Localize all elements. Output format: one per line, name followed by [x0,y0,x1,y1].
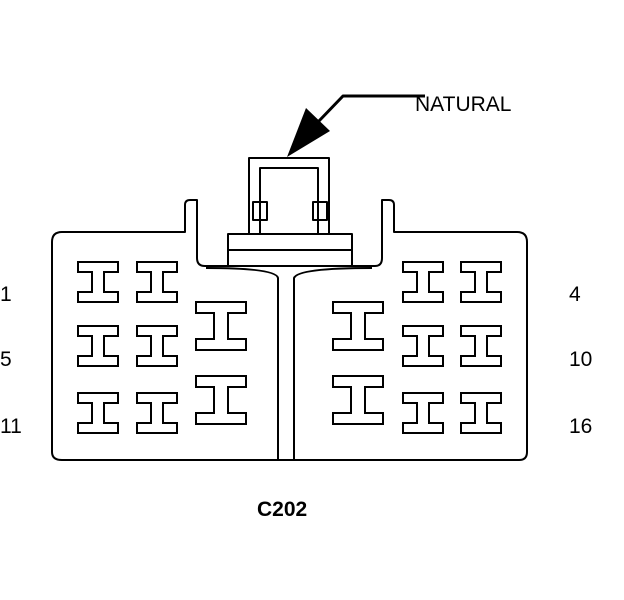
terminal-cavity [460,261,502,303]
leader-line [316,94,425,124]
terminal-cavity [77,392,119,434]
pin-number-label: 16 [569,415,593,438]
pin-number-label: 4 [569,283,581,306]
connector-housing [51,199,528,461]
connector-id-label: C202 [257,498,308,521]
pin-number-label: 1 [0,283,12,306]
terminal-cavity [332,375,384,425]
tab-base [227,233,353,251]
terminal-cavity [402,325,444,367]
terminal-cavity [136,392,178,434]
center-divider [205,267,373,460]
wire-color-label: NATURAL [415,93,512,116]
terminal-cavity [402,261,444,303]
locking-tab [248,157,330,234]
terminal-cavity [77,325,119,367]
terminal-cavity [195,375,247,425]
terminal-cavity [136,261,178,303]
arrow-head [287,108,330,157]
terminal-cavity [77,261,119,303]
terminal-cavity [402,392,444,434]
terminal-cavity [332,301,384,351]
terminal-cavity [136,325,178,367]
terminal-cavity [195,301,247,351]
pin-number-label: 10 [569,348,593,371]
terminal-cavity [460,325,502,367]
pin-number-label: 11 [0,415,22,438]
terminal-cavity [460,392,502,434]
pin-number-label: 5 [0,348,12,371]
